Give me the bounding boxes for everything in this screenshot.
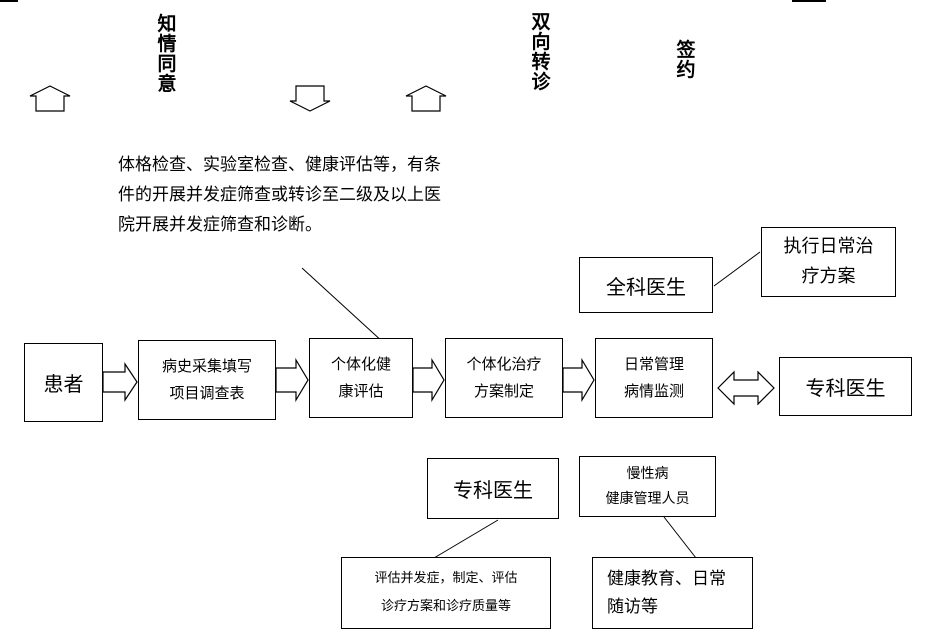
chronic-staff-box: 慢性病 健康管理人员	[579, 456, 716, 517]
assessment-box: 个体化健 康评估	[309, 338, 413, 418]
leader-line-specialist	[433, 519, 499, 559]
up-arrow-icon	[405, 85, 447, 112]
history-box: 病史采集填写 项目调查表	[138, 340, 276, 420]
exam-note: 体格检查、实验室检查、健康评估等，有条 件的开展并发症筛查或转诊至二级及以上医 …	[118, 155, 441, 235]
execute-plan-box: 执行日常治 疗方案	[761, 227, 896, 297]
right-arrow-icon	[562, 357, 595, 403]
down-arrow-icon	[289, 85, 331, 112]
leader-line-execute	[713, 251, 761, 287]
eval-complications-box: 评估并发症，制定、评估 诊疗方案和诊疗质量等	[341, 557, 551, 629]
label-informed-consent: 知情同意	[157, 13, 177, 95]
assessment-label: 个体化健 康评估	[330, 355, 391, 400]
right-arrow-icon	[412, 357, 445, 403]
gp-box: 全科医生	[579, 257, 713, 313]
leader-line-exam	[301, 267, 385, 344]
health-education-label: 健康教育、日常 随访等	[607, 569, 726, 617]
eval-complications-label: 评估并发症，制定、评估 诊疗方案和诊疗质量等	[374, 571, 518, 614]
specialist-bottom-label: 专科医生	[453, 478, 533, 502]
treatment-plan-box: 个体化治疗 方案制定	[445, 338, 563, 418]
specialist-bottom-box: 专科医生	[427, 458, 559, 519]
patient-label: 患者	[43, 372, 84, 396]
patient-box: 患者	[24, 343, 103, 422]
chronic-staff-label: 慢性病 健康管理人员	[605, 465, 690, 507]
right-arrow-icon	[275, 357, 309, 403]
double-arrow-icon	[717, 370, 775, 406]
label-two-way-referral: 双向转诊	[531, 11, 551, 93]
history-label: 病史采集填写 项目调查表	[161, 357, 252, 402]
up-arrow-icon	[29, 85, 71, 112]
health-education-box: 健康教育、日常 随访等	[592, 557, 753, 629]
right-arrow-icon	[102, 362, 138, 402]
execute-plan-label: 执行日常治 疗方案	[783, 236, 874, 287]
specialist-right-label: 专科医生	[805, 376, 886, 400]
gp-label: 全科医生	[606, 274, 686, 299]
daily-management-box: 日常管理 病情监测	[595, 338, 713, 418]
specialist-right-box: 专科医生	[779, 357, 912, 416]
daily-management-label: 日常管理 病情监测	[623, 355, 684, 400]
leader-line-staff	[663, 516, 697, 559]
label-sign-contract: 签约	[676, 39, 696, 81]
treatment-plan-label: 个体化治疗 方案制定	[466, 355, 542, 400]
